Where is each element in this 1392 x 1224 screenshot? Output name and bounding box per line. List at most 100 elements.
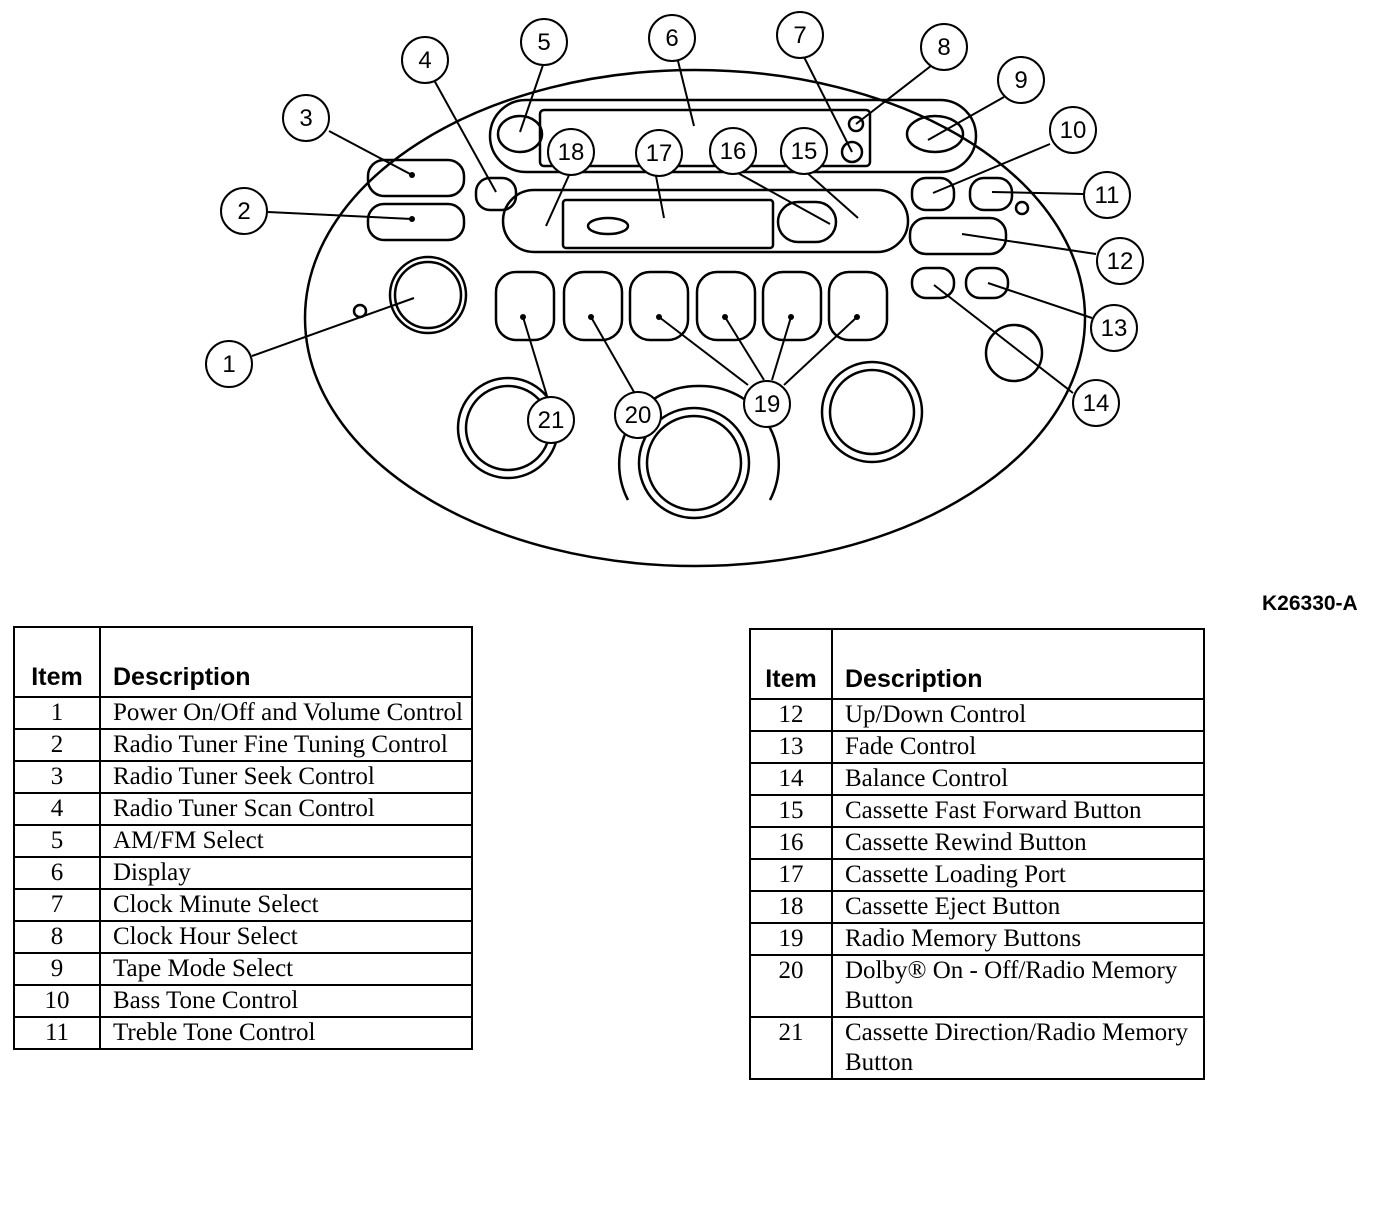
item-description: Cassette Loading Port bbox=[831, 858, 1205, 892]
item-number: 3 bbox=[13, 760, 101, 794]
seek-rocker bbox=[366, 158, 466, 198]
item-description: Balance Control bbox=[831, 762, 1205, 796]
legend-header-row: Item Description bbox=[13, 626, 473, 698]
figure-reference: K26330-A bbox=[1262, 592, 1358, 615]
callout-number: 14 bbox=[1083, 390, 1110, 417]
header-description: Description bbox=[99, 626, 473, 698]
panel-outline bbox=[303, 68, 1087, 568]
item-number: 12 bbox=[749, 698, 833, 732]
item-description: Treble Tone Control bbox=[99, 1016, 473, 1050]
item-number: 16 bbox=[749, 826, 833, 860]
item-description: Dolby® On - Off/Radio Memory Button bbox=[831, 954, 1205, 1018]
item-description: Fade Control bbox=[831, 730, 1205, 764]
callout-number: 4 bbox=[418, 47, 431, 74]
item-description: Cassette Eject Button bbox=[831, 890, 1205, 924]
center-climate-knob bbox=[637, 406, 751, 520]
item-number: 9 bbox=[13, 952, 101, 986]
callout-number: 9 bbox=[1014, 67, 1027, 94]
item-number: 2 bbox=[13, 728, 101, 762]
callout-bubble bbox=[520, 18, 568, 66]
callout-bubble bbox=[776, 11, 824, 59]
callout-bubble bbox=[648, 14, 696, 62]
callout-bubble bbox=[920, 23, 968, 71]
callout-bubble bbox=[1083, 171, 1131, 219]
callout-bubble bbox=[635, 129, 683, 177]
callout-number: 5 bbox=[537, 29, 550, 56]
item-description: Display bbox=[99, 856, 473, 890]
item-description: Radio Memory Buttons bbox=[831, 922, 1205, 956]
item-number: 18 bbox=[749, 890, 833, 924]
callout-bubble bbox=[997, 56, 1045, 104]
callout-number: 8 bbox=[937, 34, 950, 61]
item-description: Radio Tuner Seek Control bbox=[99, 760, 473, 794]
callout-bubble bbox=[743, 380, 791, 428]
item-number: 11 bbox=[13, 1016, 101, 1050]
callout-number: 20 bbox=[625, 402, 652, 429]
item-number: 21 bbox=[749, 1016, 833, 1080]
callout-bubble bbox=[527, 396, 575, 444]
item-number: 4 bbox=[13, 792, 101, 826]
item-description: Cassette Fast Forward Button bbox=[831, 794, 1205, 828]
tune-rocker bbox=[366, 202, 466, 242]
callout-number: 15 bbox=[791, 138, 818, 165]
callout-number: 18 bbox=[558, 139, 585, 166]
callout-bubble bbox=[709, 127, 757, 175]
header-item: Item bbox=[13, 626, 101, 698]
cassette-slot bbox=[501, 188, 910, 254]
item-description: Radio Tuner Fine Tuning Control bbox=[99, 728, 473, 762]
item-description: Power On/Off and Volume Control bbox=[99, 696, 473, 730]
callout-number: 1 bbox=[222, 351, 235, 378]
callout-number: 6 bbox=[665, 25, 678, 52]
callout-bubble bbox=[1096, 237, 1144, 285]
callout-number: 10 bbox=[1060, 117, 1087, 144]
header-description: Description bbox=[831, 628, 1205, 700]
callout-bubble bbox=[282, 94, 330, 142]
callout-bubble bbox=[220, 187, 268, 235]
callout-number: 17 bbox=[646, 140, 673, 167]
callout-number: 21 bbox=[538, 407, 565, 434]
item-number: 10 bbox=[13, 984, 101, 1018]
callout-number: 3 bbox=[299, 105, 312, 132]
up-down-rocker bbox=[908, 216, 1008, 256]
right-climate-knob bbox=[820, 360, 924, 464]
callout-bubble bbox=[401, 36, 449, 84]
item-number: 15 bbox=[749, 794, 833, 828]
item-description: Radio Tuner Scan Control bbox=[99, 792, 473, 826]
callout-number: 2 bbox=[237, 198, 250, 225]
volume-knob bbox=[388, 255, 468, 335]
item-number: 13 bbox=[749, 730, 833, 764]
item-number: 17 bbox=[749, 858, 833, 892]
callout-bubble bbox=[1072, 379, 1120, 427]
item-number: 14 bbox=[749, 762, 833, 796]
item-description: Cassette Rewind Button bbox=[831, 826, 1205, 860]
legend-header-row: Item Description bbox=[749, 628, 1205, 700]
header-item: Item bbox=[749, 628, 833, 700]
callout-bubble bbox=[614, 391, 662, 439]
callout-number: 11 bbox=[1095, 182, 1120, 209]
item-number: 19 bbox=[749, 922, 833, 956]
item-description: Up/Down Control bbox=[831, 698, 1205, 732]
callout-number: 19 bbox=[754, 391, 781, 418]
item-description: Clock Minute Select bbox=[99, 888, 473, 922]
item-number: 5 bbox=[13, 824, 101, 858]
callout-bubble bbox=[205, 340, 253, 388]
